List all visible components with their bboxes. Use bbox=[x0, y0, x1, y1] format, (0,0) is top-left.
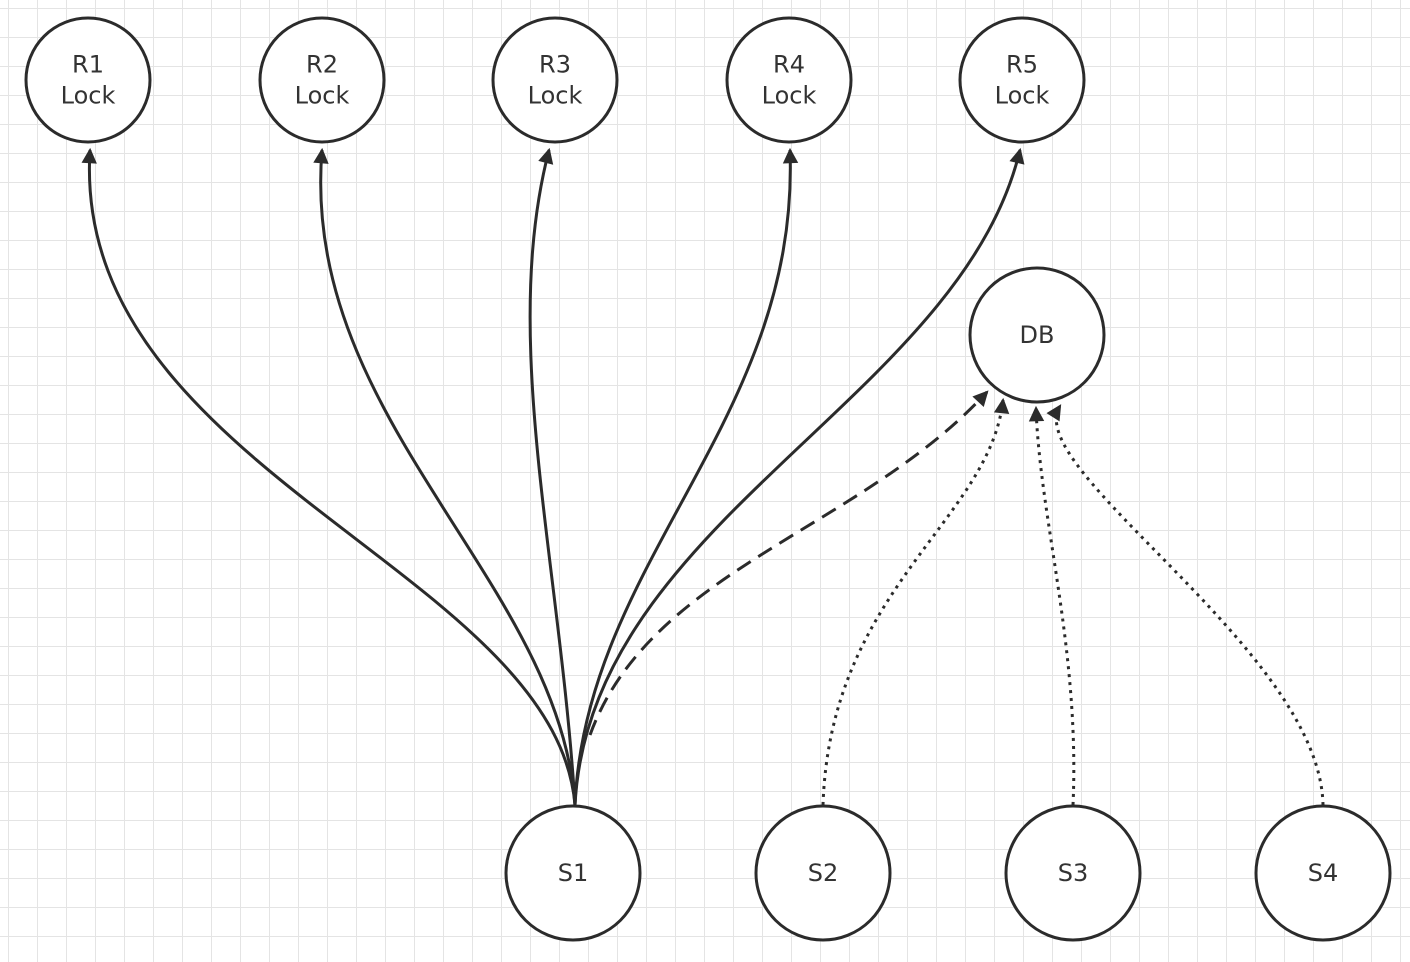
node-s3-circle bbox=[1004, 804, 1142, 942]
node-s4-circle bbox=[1254, 804, 1392, 942]
node-r2-label-1: R2 bbox=[306, 51, 338, 79]
node-r4-label-1: R4 bbox=[773, 51, 805, 79]
node-s3[interactable]: S3 bbox=[1004, 804, 1142, 942]
node-r4-label-2: Lock bbox=[762, 82, 817, 110]
node-s1-label-1: S1 bbox=[558, 859, 589, 887]
node-r3-circle bbox=[491, 16, 619, 144]
node-r4-circle bbox=[725, 16, 853, 144]
node-r5-label-1: R5 bbox=[1006, 51, 1038, 79]
node-r3-label-2: Lock bbox=[528, 82, 583, 110]
node-r1-label-1: R1 bbox=[72, 51, 104, 79]
edge-s4-to-db bbox=[1046, 404, 1325, 806]
edge-s1-to-db bbox=[588, 390, 989, 736]
node-r5-label-2: Lock bbox=[995, 82, 1050, 110]
node-r2-label-2: Lock bbox=[295, 82, 350, 110]
edge-s1-to-r3 bbox=[528, 147, 577, 806]
node-db-label-1: DB bbox=[1020, 321, 1055, 349]
node-s2-label-1: S2 bbox=[808, 859, 839, 887]
node-s3-label-1: S3 bbox=[1058, 859, 1089, 887]
edge-s3-to-db bbox=[1028, 405, 1076, 806]
node-r1-circle bbox=[24, 16, 152, 144]
node-db[interactable]: DB bbox=[968, 266, 1106, 404]
node-r1-label-2: Lock bbox=[61, 82, 116, 110]
node-r5-circle bbox=[958, 16, 1086, 144]
edge-s1-to-r4 bbox=[573, 147, 799, 806]
edge-s1-to-r1 bbox=[81, 147, 577, 806]
node-r3-label-1: R3 bbox=[539, 51, 571, 79]
edge-s1-to-r5 bbox=[573, 147, 1025, 806]
node-db-circle bbox=[968, 266, 1106, 404]
node-s2[interactable]: S2 bbox=[754, 804, 892, 942]
node-s1[interactable]: S1 bbox=[504, 804, 642, 942]
node-r2-circle bbox=[258, 16, 386, 144]
edges-layer bbox=[81, 147, 1325, 806]
node-s4-label-1: S4 bbox=[1308, 859, 1339, 887]
edge-s1-to-r2 bbox=[313, 147, 577, 806]
node-s2-circle bbox=[754, 804, 892, 942]
node-s4[interactable]: S4 bbox=[1254, 804, 1392, 942]
edge-s2-to-db bbox=[821, 397, 1010, 806]
node-s1-circle bbox=[504, 804, 642, 942]
